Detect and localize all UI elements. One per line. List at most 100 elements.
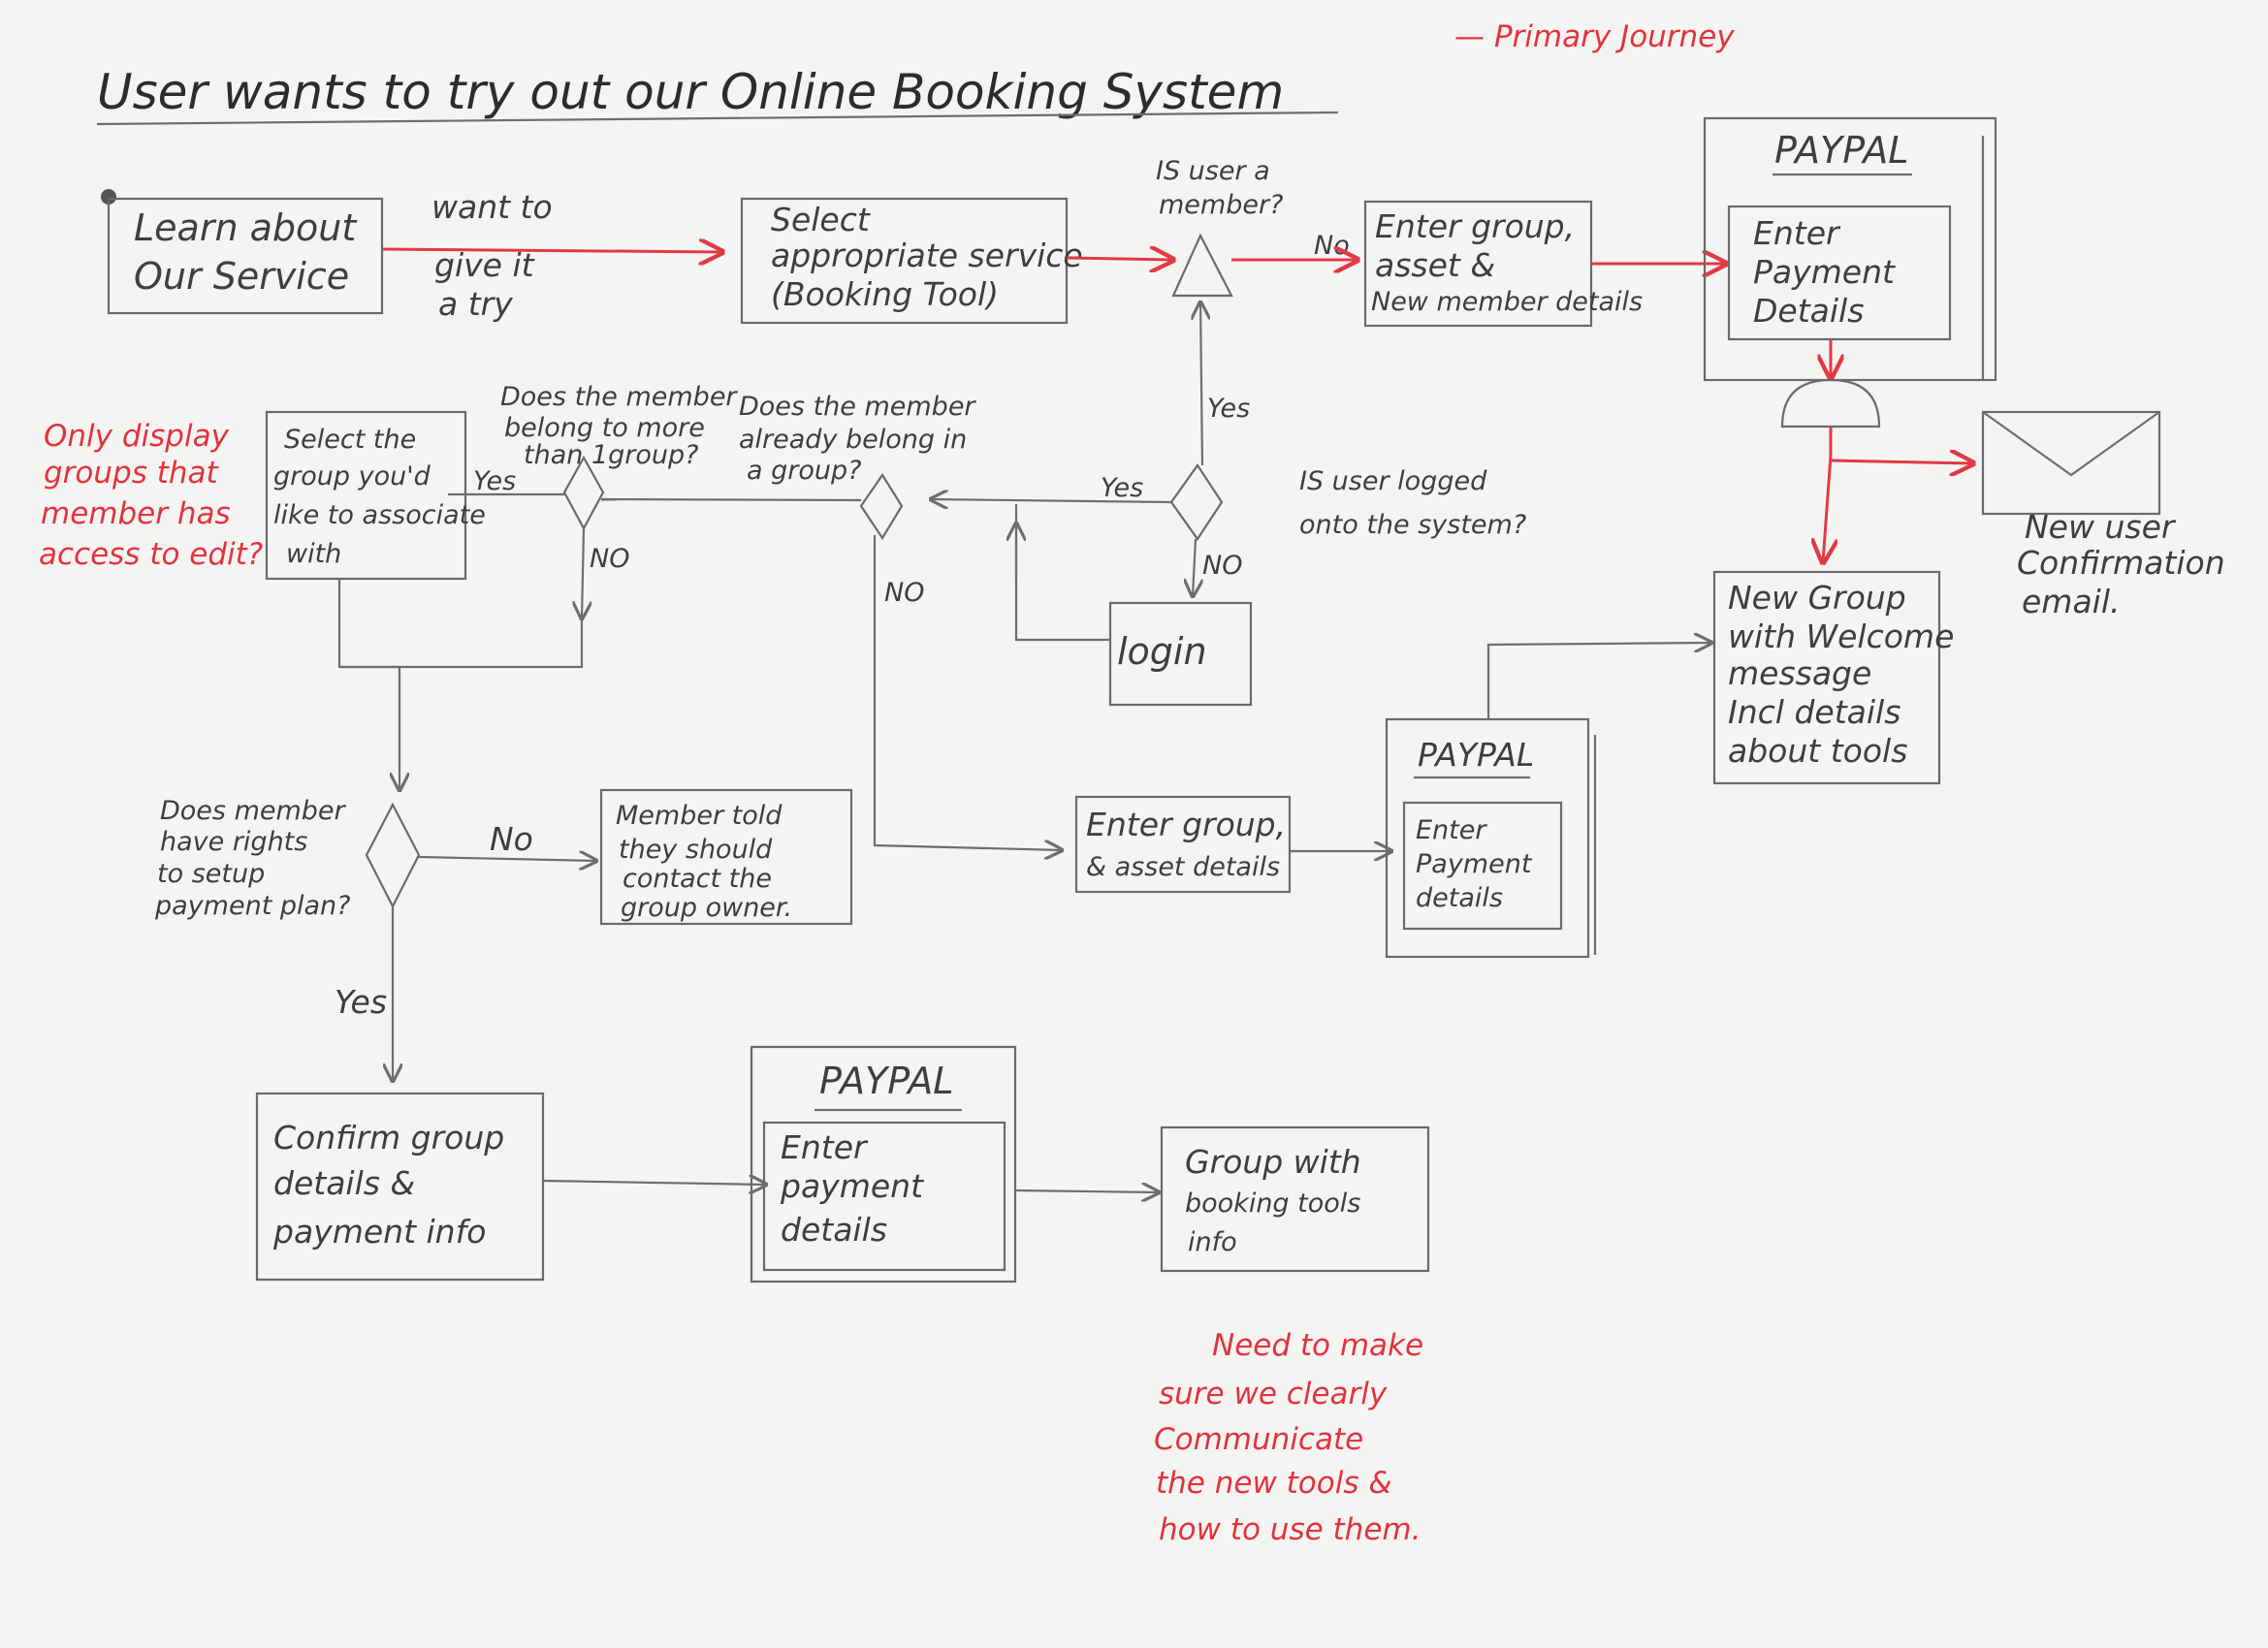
arrow-to-rights: [337, 579, 399, 790]
svg-text:like to associate: like to associate: [273, 500, 486, 530]
svg-text:contact the: contact the: [623, 864, 772, 894]
edge-label-no-logged: NO: [1202, 551, 1242, 581]
node-confirm-group: Confirm group details & payment info: [255, 1092, 545, 1282]
svg-text:Enter group,: Enter group,: [1375, 207, 1575, 245]
svg-text:about tools: about tools: [1728, 732, 1907, 770]
svg-text:access to edit?: access to edit?: [39, 537, 263, 572]
svg-text:New Group: New Group: [1728, 579, 1906, 617]
node-new-group-welcome: New Group with Welcome message Incl deta…: [1712, 570, 1954, 785]
decision-belong-label-2: already belong in: [739, 425, 967, 455]
decision-rights-label-3: to setup: [157, 859, 265, 889]
node-paypal-bottom: PAYPAL Enter payment details: [750, 1045, 1017, 1284]
edge-label-yes-logged: Yes: [1101, 473, 1143, 503]
svg-text:Select the: Select the: [284, 425, 416, 455]
node-login: login: [1108, 601, 1253, 707]
node-new-user-email: New user Confirmation email.: [2017, 508, 2225, 620]
node-enter-new-member: Enter group, asset & New member details: [1363, 200, 1643, 328]
svg-text:PAYPAL: PAYPAL: [1418, 736, 1534, 774]
svg-text:New user: New user: [2025, 508, 2177, 546]
decision-is-member-label-2: member?: [1159, 190, 1283, 220]
node-select-service: Select appropriate service (Booking Tool…: [740, 197, 1083, 325]
and-gate: [1780, 378, 1881, 428]
note-only-display: Only display groups that member has acce…: [39, 419, 263, 572]
arrow-gate-to-email: [1830, 460, 1973, 463]
edge-label-yes-rights: Yes: [335, 983, 387, 1021]
edge-label-a-try: a try: [438, 285, 513, 323]
page-title: User wants to try out our Online Booking…: [97, 64, 1284, 120]
svg-text:Incl details: Incl details: [1728, 693, 1901, 731]
svg-text:PAYPAL: PAYPAL: [819, 1060, 953, 1102]
svg-text:Confirm group: Confirm group: [273, 1119, 504, 1157]
svg-text:login: login: [1117, 630, 1207, 673]
node-group-booking: Group with booking tools info: [1160, 1125, 1430, 1273]
decision-belong-label-3: a group?: [747, 456, 861, 486]
svg-text:Details: Details: [1753, 292, 1864, 330]
svg-text:details: details: [1416, 883, 1503, 913]
edge-label-no-belong: NO: [884, 578, 924, 608]
svg-text:Enter: Enter: [1416, 815, 1487, 845]
edge-label-no-rights: No: [490, 820, 533, 858]
node-paypal-top: PAYPAL Enter Payment Details: [1703, 116, 1997, 382]
decision-belong-label: Does the member: [739, 392, 976, 422]
decision-more-label-3: than 1group?: [524, 440, 698, 470]
arrow-select-to-member-q: [1066, 258, 1173, 260]
node-learn-about: Learn about Our Service: [101, 189, 384, 315]
decision-is-member: [1171, 233, 1233, 298]
edge-label-no-more: NO: [590, 544, 629, 574]
arrow-rights-no: [418, 857, 596, 861]
svg-text:they should: they should: [619, 835, 773, 865]
svg-text:Confirmation: Confirmation: [2017, 544, 2225, 582]
legend-primary-journey: — Primary Journey: [1454, 19, 1735, 54]
node-select-group: Select the group you'd like to associate…: [265, 410, 486, 581]
svg-text:Our Service: Our Service: [134, 255, 349, 298]
edge-label-yes-more: Yes: [473, 466, 516, 496]
svg-text:Need to make: Need to make: [1212, 1328, 1423, 1363]
svg-text:asset &: asset &: [1375, 246, 1495, 284]
decision-is-member-label: IS user a: [1156, 156, 1270, 186]
envelope-icon: [1981, 410, 2161, 516]
svg-text:Payment: Payment: [1416, 849, 1533, 879]
decision-rights-label-4: payment plan?: [154, 891, 351, 921]
svg-text:appropriate service: appropriate service: [771, 237, 1083, 274]
arrow-learn-to-select: [382, 249, 722, 252]
decision-already-belong: [859, 472, 904, 541]
svg-text:groups that: groups that: [44, 456, 220, 491]
svg-text:group you'd: group you'd: [273, 461, 431, 491]
svg-text:group owner.: group owner.: [621, 893, 792, 923]
decision-rights-label: Does member: [160, 796, 347, 826]
arrow-paypal-mid-to-new-group: [1486, 643, 1711, 719]
node-paypal-mid: PAYPAL Enter Payment details: [1385, 717, 1597, 959]
svg-text:message: message: [1728, 654, 1871, 692]
node-enter-group-asset: Enter group, & asset details: [1074, 795, 1292, 894]
svg-text:email.: email.: [2022, 583, 2121, 620]
svg-text:PAYPAL: PAYPAL: [1774, 129, 1908, 172]
svg-text:sure we clearly: sure we clearly: [1159, 1377, 1388, 1411]
svg-text:booking tools: booking tools: [1185, 1188, 1360, 1219]
svg-text:Select: Select: [771, 201, 871, 238]
svg-text:member has: member has: [41, 496, 231, 531]
svg-text:details: details: [781, 1211, 887, 1249]
arrow-logged-no: [1193, 538, 1196, 596]
svg-text:Member told: Member told: [616, 801, 783, 831]
arrow-paypal-to-group-booking: [1014, 1190, 1159, 1192]
arrow-logged-yes: [931, 499, 1172, 502]
decision-rights-label-2: have rights: [160, 827, 307, 857]
arrow-more-no: [582, 527, 584, 618]
arrow-logged-to-member: [1200, 302, 1202, 466]
edge-label-no-member: No: [1314, 231, 1350, 261]
svg-text:how to use them.: how to use them.: [1159, 1512, 1421, 1547]
line-more-no-join: [341, 620, 584, 669]
decision-logged-on: [1169, 463, 1224, 541]
svg-text:with: with: [286, 539, 341, 569]
arrow-belong-no: [873, 535, 1062, 850]
svg-text:Enter: Enter: [1753, 214, 1841, 252]
decision-more-label-2: belong to more: [504, 413, 705, 443]
node-member-told: Member told they should contact the grou…: [599, 788, 853, 926]
svg-text:Only display: Only display: [44, 419, 230, 454]
line-belong-to-more: [600, 497, 862, 502]
svg-text:the new tools &: the new tools &: [1156, 1466, 1392, 1501]
decision-logged-on-label-2: onto the system?: [1299, 510, 1526, 540]
edge-label-yes-member: Yes: [1207, 394, 1250, 424]
svg-text:Learn about: Learn about: [134, 206, 358, 249]
